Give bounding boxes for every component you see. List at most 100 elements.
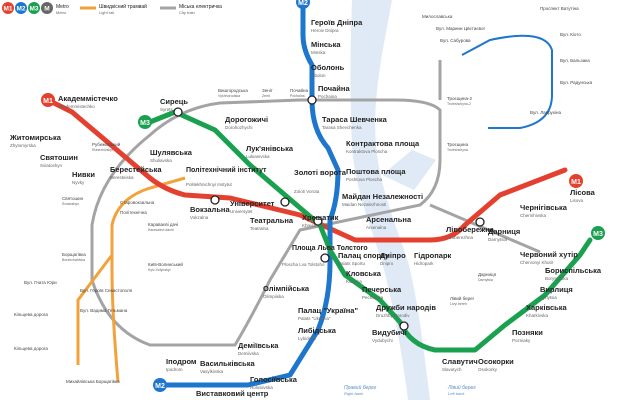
rail-stop-sviatoshyn[interactable]: Святошин <box>62 196 84 201</box>
station-teatralna[interactable]: Театральна <box>250 216 294 225</box>
rail-stop-karavaievi-dachi[interactable]: Караваєві дачі <box>148 222 178 227</box>
station-beresteiska[interactable]: Берестейська <box>110 165 162 174</box>
station-nyvky[interactable]: Нивки <box>72 170 95 179</box>
badge-m2-south-label: M2 <box>155 383 165 390</box>
tram-stop-7[interactable]: Кільцева дорога <box>14 346 48 351</box>
station-khreshchatyk[interactable]: Хрещатик <box>302 213 339 222</box>
right-bank-latin: Right bank <box>344 391 364 396</box>
badge-m3-west: M3 <box>138 115 152 129</box>
tram-north-stop-2[interactable]: Вул. Марини Цвєтаєвої <box>436 26 485 31</box>
right-bank-label: Правий берег <box>344 384 377 391</box>
station-slavutych[interactable]: Славутич <box>442 357 478 366</box>
station-palats-ukraina-latin: Palats "Ukraina" <box>298 316 331 321</box>
tram-north-stop-7[interactable]: Проспект Ватутіна <box>540 6 579 11</box>
station-pozniaky[interactable]: Позняки <box>512 328 543 337</box>
rail-stop-rubezhivskyi[interactable]: Рубежівський <box>92 141 121 147</box>
rail-stop-troieshchyna[interactable]: Троєщина <box>447 142 468 147</box>
station-chervonyi-khutir[interactable]: Червоний хутір <box>520 250 578 259</box>
rail-stop-zenit[interactable]: Зеніт <box>262 88 273 93</box>
interchange-lva-tolstoho[interactable] <box>321 254 329 262</box>
rail-stop-pochaina[interactable]: Почайна <box>290 87 308 93</box>
station-palats-ukraina[interactable]: Палац "Україна" <box>298 306 358 315</box>
station-ipodrom[interactable]: Іподром <box>166 357 197 366</box>
station-kharkivska[interactable]: Харківська <box>526 303 568 312</box>
tram-north-stop-1[interactable]: Вул. Сабурова <box>440 38 471 43</box>
station-boryspilska[interactable]: Бориспільська <box>545 266 602 275</box>
rail-stop-troieshchyna-2[interactable]: Троєщина-2 <box>447 96 473 101</box>
tram-stop-2[interactable]: Вул. Гната Юри <box>24 280 57 285</box>
station-pecherska[interactable]: Печерська <box>362 285 402 294</box>
interchange-vokzalna[interactable] <box>211 196 219 204</box>
station-lisova[interactable]: Лісова <box>570 188 596 197</box>
tram-stop-0[interactable]: Старовокзальна <box>120 200 155 205</box>
interchange-pochaina[interactable] <box>308 96 316 104</box>
station-maidan[interactable]: Майдан Незалежності <box>342 192 423 201</box>
station-vokzalna-latin: Vokzalna <box>190 215 209 220</box>
station-lukianivska-latin: Lukianivska <box>246 154 270 159</box>
tram-north-stop-0[interactable]: Милославська <box>422 14 453 19</box>
station-vasylkivska[interactable]: Васильківська <box>200 359 256 368</box>
station-demiivska-latin: Demiivska <box>238 351 259 356</box>
station-syrets[interactable]: Сирець <box>160 97 188 106</box>
station-tarasa-shevchenka[interactable]: Тараса Шевченка <box>322 115 388 124</box>
station-zhytomyrska[interactable]: Житомирська <box>9 133 62 142</box>
rail-stop-kyiv-volynskyi[interactable]: Київ-Волинський <box>148 261 183 267</box>
station-obolon-latin: Obolon <box>311 73 326 78</box>
station-vyrlytsia[interactable]: Вирлиця <box>540 285 573 294</box>
rail-stop-borshchahivka[interactable]: Борщагівка <box>62 252 86 257</box>
legend-badge-m-label: M <box>44 6 49 13</box>
station-demiivska[interactable]: Деміївська <box>238 341 279 350</box>
station-zoloti-vorota[interactable]: Золоті ворота <box>294 168 347 177</box>
station-politekhnichnyi[interactable]: Політехнічний інститут <box>186 166 267 174</box>
interchange-syrets[interactable] <box>174 108 182 116</box>
rail-stop-darnytsia[interactable]: Дарниця <box>478 272 497 277</box>
badge-m3-west-label: M3 <box>140 120 150 127</box>
station-vokzalna[interactable]: Вокзальна <box>190 205 230 214</box>
station-heroiv-dnipra[interactable]: Героїв Дніпра <box>311 18 363 27</box>
station-holosiivska[interactable]: Голосіївська <box>250 375 298 384</box>
station-kontraktova[interactable]: Контрактова площа <box>346 139 420 148</box>
station-hidropark[interactable]: Гідропарк <box>414 251 452 260</box>
station-chernihivska-latin: Chernihivska <box>520 213 547 218</box>
station-lva-tolstoho-latin: Ploscha Lva Tolstoho <box>282 262 325 267</box>
station-lybidska[interactable]: Либідська <box>298 326 337 335</box>
rail-stop-livyi-bereh[interactable]: Лівий берег <box>450 295 475 301</box>
station-druzhby[interactable]: Дружби народів <box>376 303 436 312</box>
legend-badge-m3-label: M3 <box>29 6 38 13</box>
tram-stop-4[interactable]: Вул. Героїв Севастополя <box>80 288 133 293</box>
station-akademmistechko[interactable]: Академмістечко <box>58 94 118 103</box>
station-minska-latin: Minska <box>311 50 326 55</box>
rail-stop-vyshhorodska[interactable]: Вишгородська <box>218 88 248 93</box>
tram-stop-1[interactable]: Політехнічна <box>120 210 147 215</box>
station-shuliavska[interactable]: Шулявська <box>150 148 193 157</box>
station-chernihivska[interactable]: Чернігівська <box>520 203 568 212</box>
interchange-teatralna[interactable] <box>281 198 289 206</box>
station-vystavkovyi[interactable]: Виставковий центр <box>196 389 269 398</box>
station-osokorky[interactable]: Осокорки <box>478 357 514 366</box>
station-darnytsia[interactable]: Дарниця <box>488 227 520 236</box>
tram-stop-6[interactable]: Михайлівська Борщагівка <box>66 378 120 384</box>
station-vydubychi[interactable]: Видубичі <box>372 328 407 337</box>
rail-stop-kyiv-volynskyi-latin: Kyiv-Volynskyi <box>148 268 171 272</box>
tram-north-stop-3[interactable]: Вул. Кіото <box>560 32 581 37</box>
station-lukianivska[interactable]: Лук'янівська <box>246 144 294 153</box>
tram-north-stop-5[interactable]: Вул. Радунська <box>560 80 593 85</box>
station-klovska[interactable]: Кловська <box>346 269 382 278</box>
station-poshtova[interactable]: Поштова площа <box>346 167 406 176</box>
badge-m3-east: M3 <box>591 226 605 240</box>
station-arsenalna[interactable]: Арсенальна <box>366 215 412 224</box>
station-dorohozhychi[interactable]: Дорогожичі <box>225 115 268 124</box>
station-olimpiiska[interactable]: Олімпійська <box>263 284 310 293</box>
tram-north-stop-6[interactable]: Вул. Лаврухіна <box>530 110 562 115</box>
station-pochaina[interactable]: Почайна <box>318 84 350 93</box>
station-minska[interactable]: Мінська <box>311 40 341 49</box>
station-obolon[interactable]: Оболонь <box>311 63 345 72</box>
tram-stop-5[interactable]: Вул. Вадима Гетьмана <box>80 308 128 313</box>
station-universytet[interactable]: Університет <box>230 199 275 208</box>
legend: M1 M2 M3 M Metro Metro Швидкісний трамва… <box>2 2 222 15</box>
station-sviatoshyn[interactable]: Святошин <box>40 153 78 162</box>
station-palats-sportu[interactable]: Палац спорту <box>338 251 390 260</box>
tram-stop-3[interactable]: Кільцева дорога <box>14 312 48 317</box>
tram-north-stop-4[interactable]: Вул. Бальзака <box>560 58 590 63</box>
